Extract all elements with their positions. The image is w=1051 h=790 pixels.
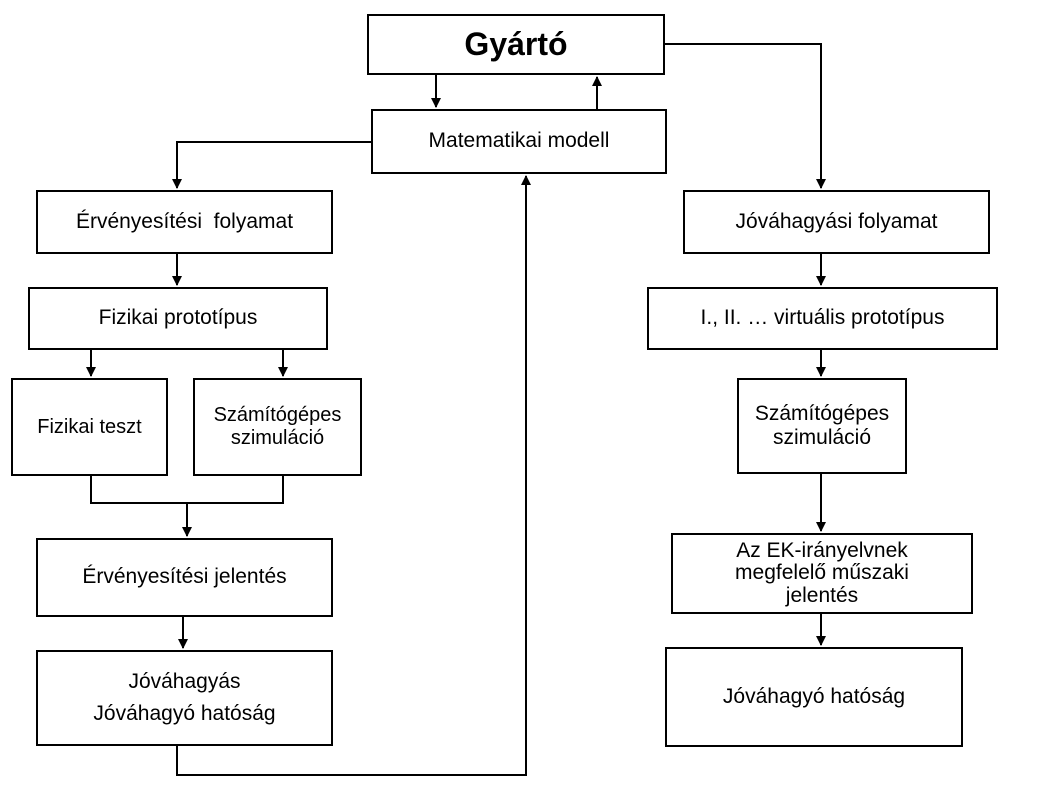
computer-simulation-left-box: Számítógépes szimuláció — [193, 378, 362, 476]
computer-simulation-right-box: Számítógépes szimuláció — [737, 378, 907, 474]
virtual-prototype-box: I., II. … virtuális prototípus — [647, 287, 998, 350]
computer-simulation-right-line2: szimuláció — [772, 426, 872, 449]
arrow-approval-to-model — [176, 175, 531, 776]
computer-simulation-left-line2: szimuláció — [230, 427, 325, 449]
physical-test-label: Fizikai teszt — [37, 415, 142, 438]
computer-simulation-left-line1: Számítógépes — [213, 404, 342, 426]
approval-authority-box: Jóváhagyó hatóság — [665, 647, 963, 747]
merge-test-sim — [90, 476, 284, 504]
ec-report-line2: megfelelő műszaki — [735, 561, 909, 585]
approval-line2: Jóváhagyó hatóság — [93, 702, 276, 725]
virtual-prototype-label: I., II. … virtuális prototípus — [700, 306, 945, 330]
arrow-gyarto-to-approval — [665, 43, 826, 189]
validation-process-label: Érvényesítési folyamat — [75, 209, 294, 233]
validation-process-box: Érvényesítési folyamat — [36, 190, 333, 254]
computer-simulation-right-line1: Számítógépes — [754, 401, 890, 425]
physical-prototype-label: Fizikai prototípus — [98, 306, 258, 330]
ec-report-line3: jelentés — [785, 583, 859, 607]
validation-report-label: Érvényesítési jelentés — [82, 565, 287, 589]
mathematical-model-label: Matematikai modell — [428, 129, 610, 153]
approval-process-label: Jóváhagyási folyamat — [735, 209, 938, 233]
approval-process-box: Jóváhagyási folyamat — [683, 190, 990, 254]
validation-report-box: Érvényesítési jelentés — [36, 538, 333, 617]
physical-test-box: Fizikai teszt — [11, 378, 168, 476]
mathematical-model-box: Matematikai modell — [371, 109, 667, 174]
ec-report-line1: Az EK-irányelvnek — [736, 539, 908, 563]
manufacturer-box: Gyártó — [367, 14, 665, 75]
approval-line1: Jóváhagyás — [128, 669, 241, 693]
arrow-model-to-validation — [172, 141, 371, 189]
ec-technical-report-box: Az EK-irányelvnek megfelelő műszaki jele… — [671, 533, 973, 614]
manufacturer-label: Gyártó — [464, 26, 568, 63]
physical-prototype-box: Fizikai prototípus — [28, 287, 328, 350]
approval-authority-label: Jóváhagyó hatóság — [722, 684, 906, 708]
approval-box: Jóváhagyás Jóváhagyó hatóság — [36, 650, 333, 746]
